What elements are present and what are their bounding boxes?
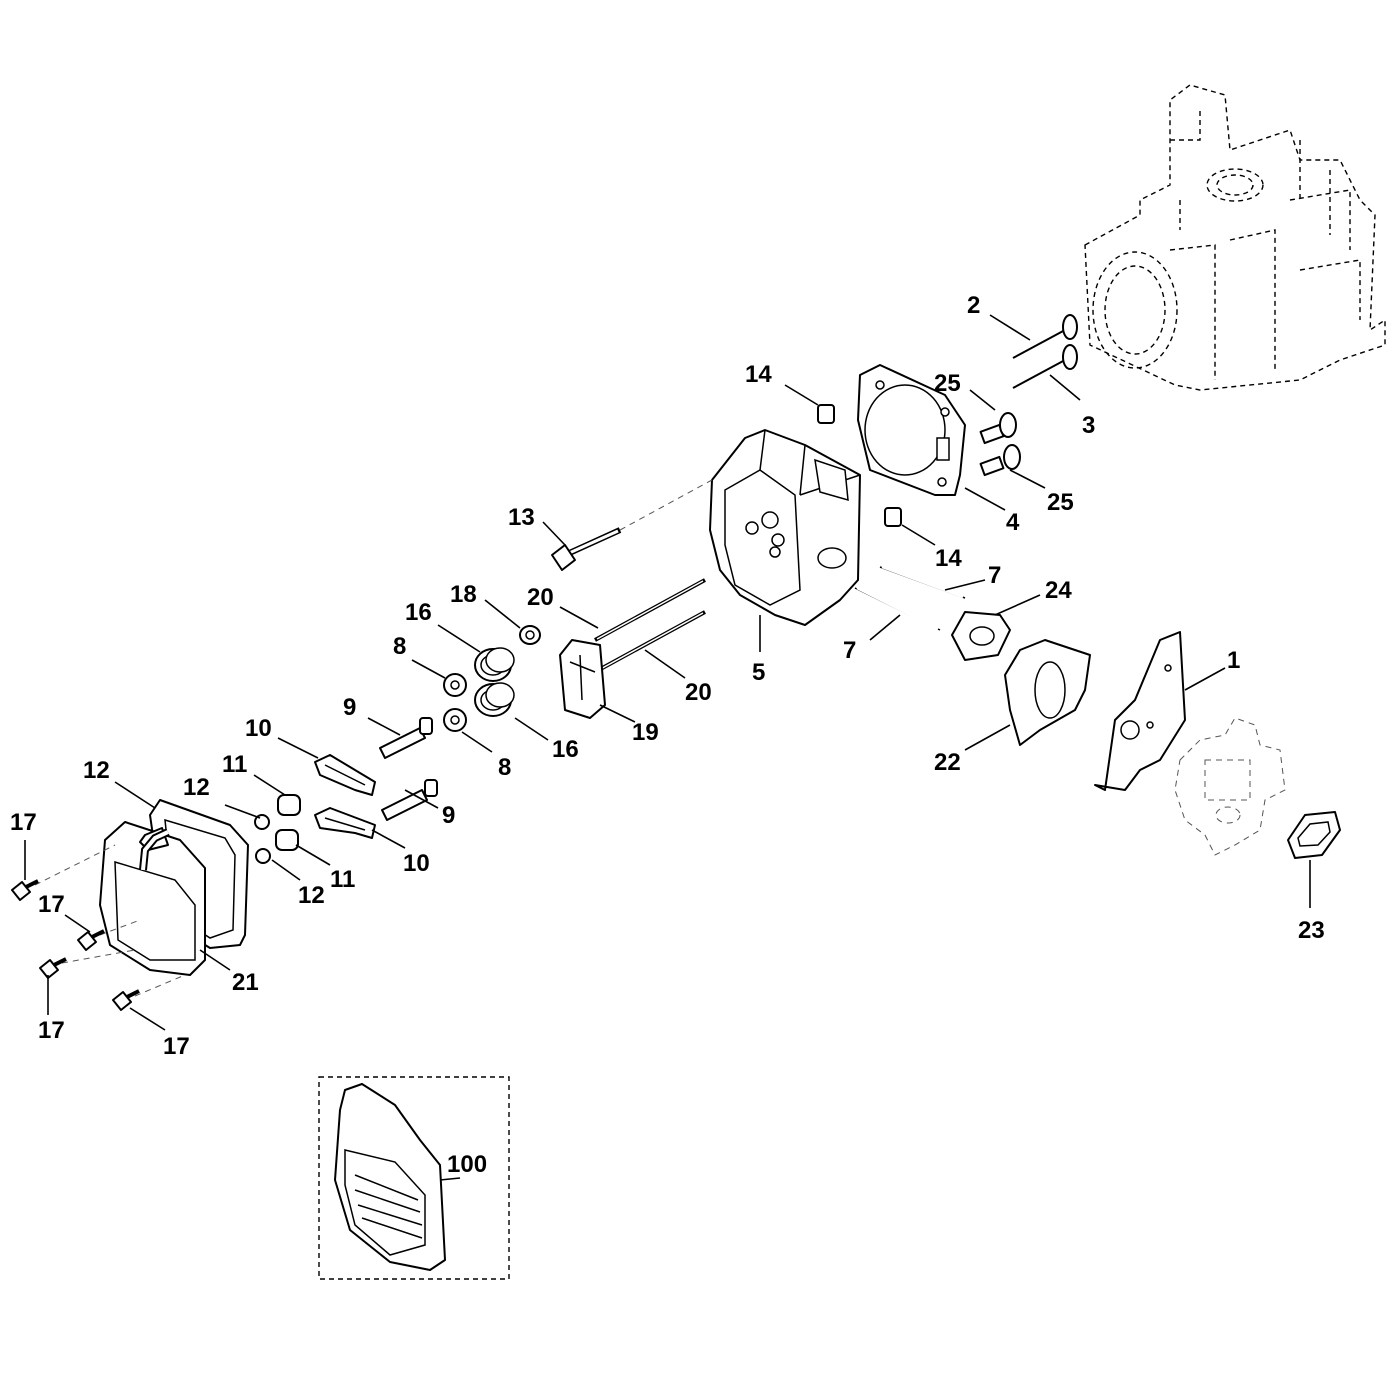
callout-22: 22 bbox=[934, 749, 961, 776]
jam-nut-lower bbox=[255, 848, 271, 864]
callout-8-upper: 8 bbox=[393, 633, 406, 660]
callout-25-upper: 25 bbox=[934, 370, 961, 397]
callout-17-b: 17 bbox=[38, 891, 65, 918]
valve-cover bbox=[99, 821, 206, 976]
rocker-arm-lower bbox=[314, 807, 376, 839]
callout-10-lower: 10 bbox=[403, 850, 430, 877]
head-bolt bbox=[551, 479, 713, 571]
callout-20-lower: 20 bbox=[685, 679, 712, 706]
rocker-stud-lower bbox=[381, 779, 438, 821]
valve-guide-lower bbox=[979, 444, 1021, 477]
callout-8-lower: 8 bbox=[498, 754, 511, 781]
callout-10-upper: 10 bbox=[245, 715, 272, 742]
rocker-stud-upper bbox=[379, 717, 433, 759]
gasket-port bbox=[936, 437, 950, 461]
rocker-pivot-upper bbox=[277, 794, 301, 816]
callout-2: 2 bbox=[967, 292, 980, 319]
heat-shield-pin bbox=[1164, 664, 1172, 672]
heat-shield-pin bbox=[1146, 721, 1154, 729]
dowel-pin-lower bbox=[884, 507, 902, 527]
callout-9-upper: 9 bbox=[343, 694, 356, 721]
cover-bolt-2 bbox=[77, 919, 141, 951]
valve-cover-assembly bbox=[334, 1083, 446, 1271]
callout-1: 1 bbox=[1227, 647, 1240, 674]
callout-13-lower: 12 bbox=[298, 882, 325, 909]
callout-23: 23 bbox=[1298, 917, 1325, 944]
carburetor-reference bbox=[1174, 717, 1286, 856]
dowel-pin-upper bbox=[817, 404, 835, 424]
callout-17-a: 17 bbox=[10, 809, 37, 836]
callout-19: 19 bbox=[632, 719, 659, 746]
rocker-arm-upper bbox=[314, 754, 376, 796]
callout-7-upper: 7 bbox=[988, 562, 1001, 589]
callout-15-upper: 14 bbox=[745, 361, 772, 388]
intake-studs bbox=[854, 565, 966, 631]
callout-17-c: 17 bbox=[38, 1017, 65, 1044]
leader-lines bbox=[24, 314, 1311, 1181]
callout-12: 12 bbox=[83, 757, 110, 784]
cover-bolt-3 bbox=[39, 949, 136, 979]
callout-16-upper: 16 bbox=[405, 599, 432, 626]
pushrods bbox=[594, 578, 706, 674]
gasket-bore bbox=[864, 384, 946, 476]
intake-valve bbox=[1012, 314, 1078, 359]
cover-bolt-4 bbox=[112, 974, 186, 1011]
callout-3: 3 bbox=[1082, 412, 1095, 439]
valve-spring-upper bbox=[474, 647, 515, 682]
engine-block-reference bbox=[1084, 84, 1386, 391]
callout-18: 18 bbox=[450, 581, 477, 608]
callout-13-upper: 12 bbox=[183, 774, 210, 801]
callout-9-lower: 9 bbox=[442, 802, 455, 829]
rocker-pivot-lower bbox=[275, 829, 299, 851]
callout-20-upper: 20 bbox=[527, 584, 554, 611]
callout-100: 100 bbox=[447, 1151, 487, 1178]
valve-guide-upper bbox=[979, 412, 1017, 445]
callout-4: 4 bbox=[1006, 509, 1020, 536]
jam-nut-upper bbox=[254, 814, 270, 830]
spacer-bore bbox=[1034, 661, 1066, 719]
cylinder-head bbox=[709, 429, 861, 626]
valve-spring-lower bbox=[474, 682, 515, 717]
callout-21: 21 bbox=[232, 969, 259, 996]
pushrod-guide-plate bbox=[559, 639, 606, 719]
exhaust-valve bbox=[1012, 344, 1078, 389]
callout-5: 5 bbox=[752, 659, 765, 686]
callout-labels: 2 3 25 25 4 14 14 13 5 7 7 24 1 22 23 18… bbox=[10, 292, 1325, 1178]
heat-shield-hole bbox=[1120, 720, 1140, 740]
assembly-box bbox=[318, 1076, 510, 1280]
heat-shield-plate bbox=[1094, 631, 1186, 791]
cover-bolt-1 bbox=[11, 844, 116, 901]
callout-7-lower: 7 bbox=[843, 637, 856, 664]
callout-14: 13 bbox=[508, 504, 535, 531]
callout-24: 24 bbox=[1045, 577, 1072, 604]
callout-17-d: 17 bbox=[163, 1033, 190, 1060]
callout-11-upper: 11 bbox=[222, 751, 247, 778]
callout-11-lower: 11 bbox=[330, 866, 355, 893]
callout-25-lower: 25 bbox=[1047, 489, 1074, 516]
callout-15-lower: 14 bbox=[935, 545, 962, 572]
callout-16-lower: 16 bbox=[552, 736, 579, 763]
